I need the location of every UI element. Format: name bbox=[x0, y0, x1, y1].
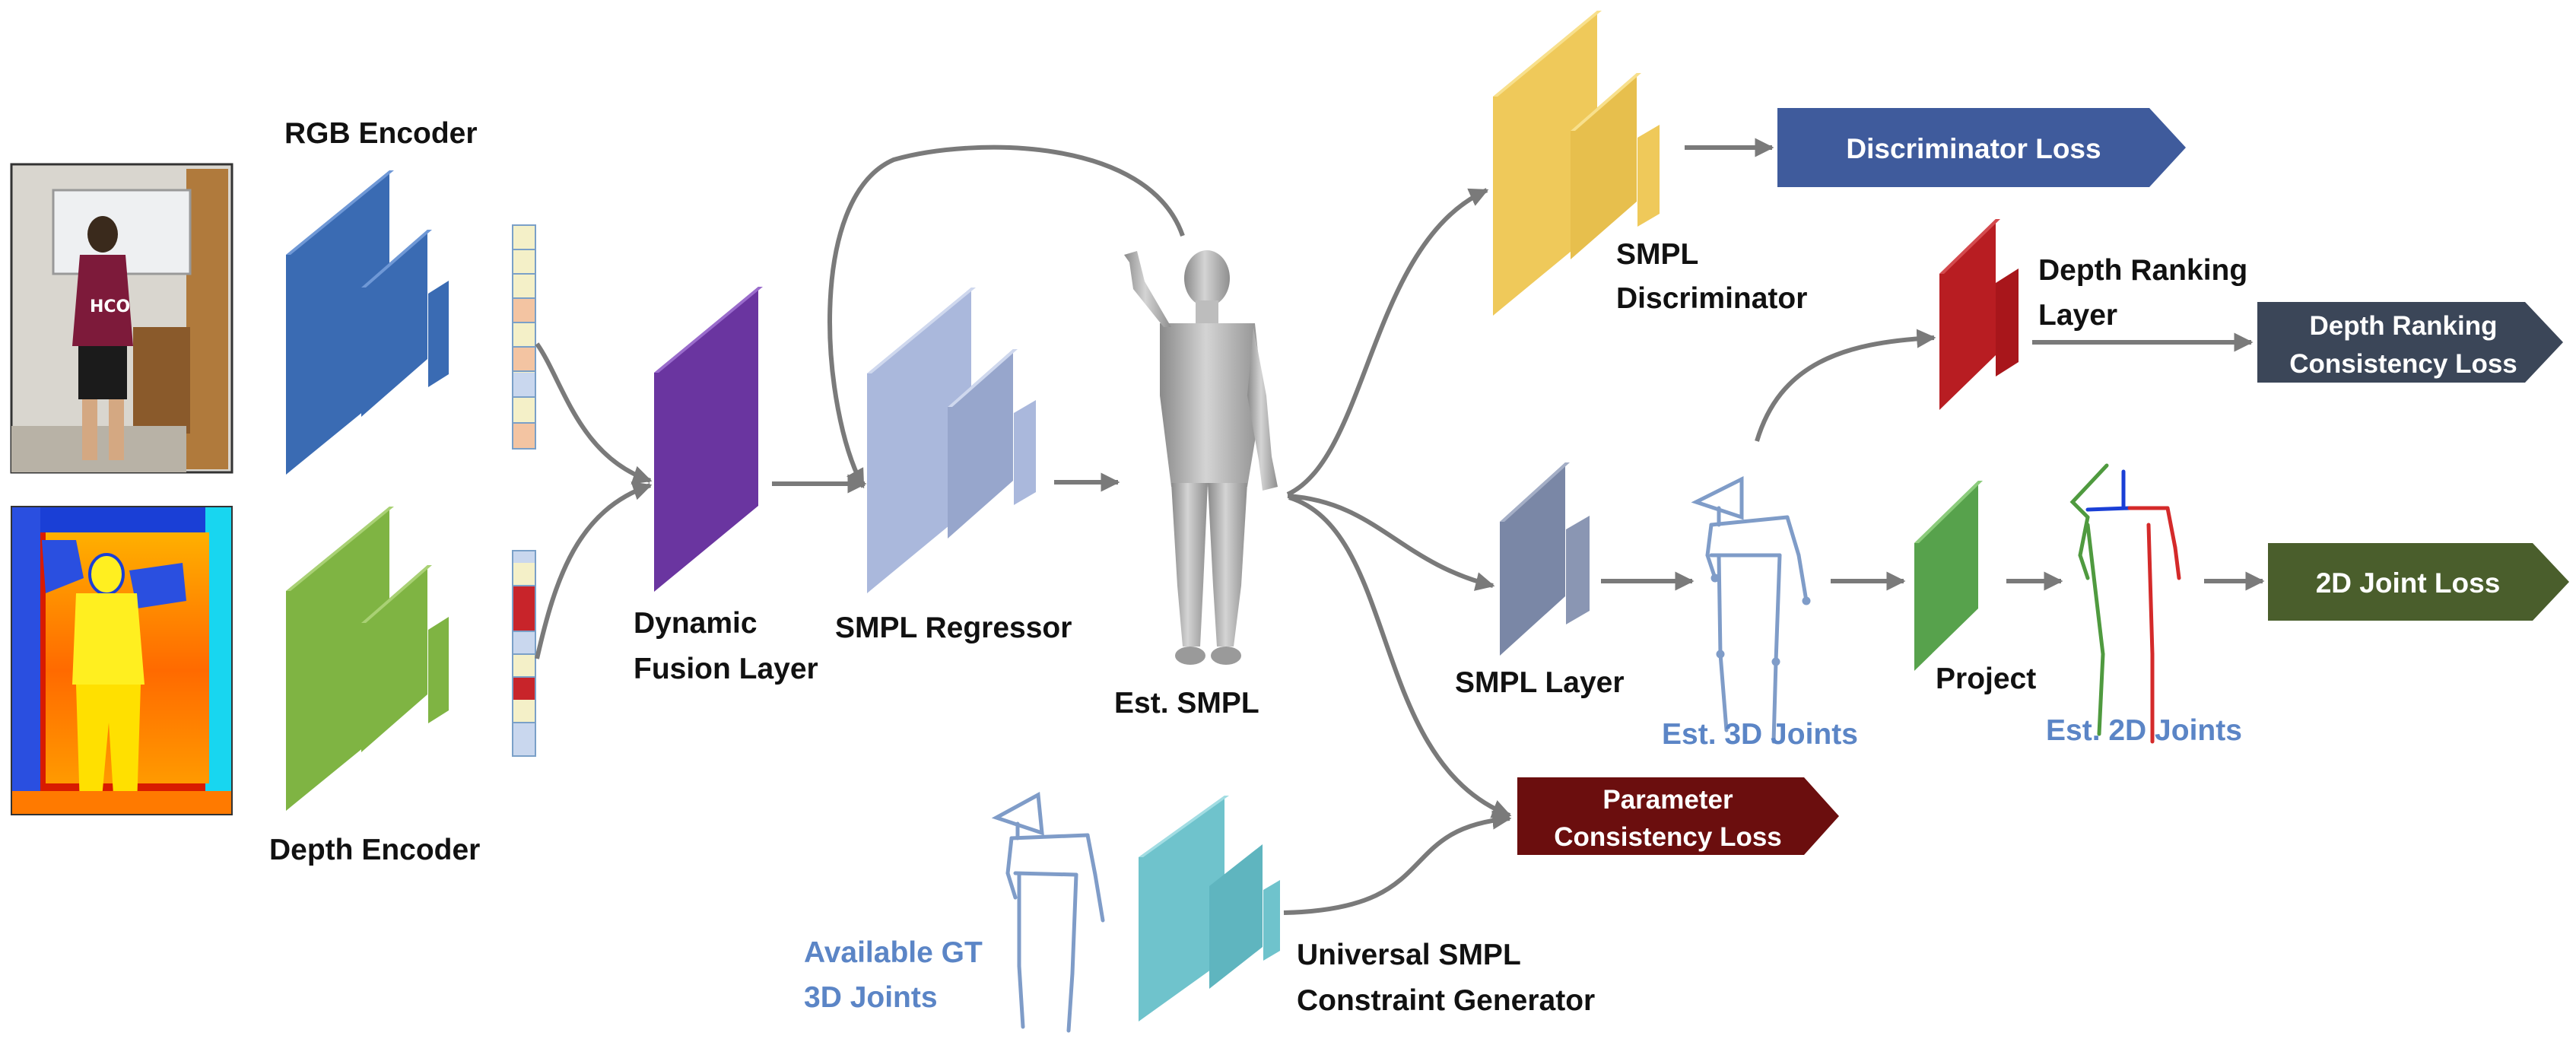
depth-ranking-layer-block bbox=[1939, 219, 2019, 410]
discriminator-loss-box bbox=[1777, 108, 2186, 187]
arrow-smpl-to-parameter-loss bbox=[1288, 495, 1512, 818]
universal-smpl-label-line2: Constraint Generator bbox=[1297, 984, 1595, 1017]
parameter-consistency-loss-label-line2: Consistency Loss bbox=[1554, 822, 1782, 852]
available-gt-label-line1: Available GT bbox=[804, 936, 983, 969]
available-gt-3d-joints-skeleton bbox=[991, 792, 1105, 1033]
depth-ranking-loss-label-line1: Depth Ranking bbox=[2310, 311, 2498, 341]
depth-ranking-loss-label-line2: Consistency Loss bbox=[2289, 349, 2517, 379]
est-2d-joints-skeleton bbox=[2069, 463, 2181, 744]
depth-encoder-block bbox=[286, 507, 449, 811]
arrow-smpl-to-smpl-layer bbox=[1287, 494, 1495, 591]
flow-arrows bbox=[535, 138, 2265, 915]
depth-feature-vector bbox=[512, 550, 536, 757]
arrow-smpl-to-discriminator bbox=[1286, 188, 1489, 497]
dynamic-fusion-label-line1: Dynamic bbox=[634, 607, 758, 640]
smpl-discriminator-label-line1: SMPL bbox=[1616, 238, 1698, 271]
smpl-layer-block bbox=[1500, 462, 1590, 656]
parameter-consistency-loss-box bbox=[1517, 777, 1839, 855]
svg-text:HCO: HCO bbox=[90, 297, 130, 316]
2d-joint-loss-box bbox=[2268, 543, 2569, 621]
discriminator-loss-label: Discriminator Loss bbox=[1846, 133, 2101, 164]
smpl-discriminator-label-line2: Discriminator bbox=[1616, 282, 1807, 315]
smpl-layer-label: SMPL Layer bbox=[1455, 666, 1625, 699]
rgb-encoder-label: RGB Encoder bbox=[284, 117, 478, 150]
dynamic-fusion-layer-block bbox=[654, 287, 763, 592]
depth-ranking-layer-label-line2: Layer bbox=[2038, 299, 2117, 332]
est-3d-joints-skeleton bbox=[1691, 475, 1811, 744]
arrow-generator-to-parameter-loss bbox=[1283, 810, 1512, 915]
smpl-regressor-block bbox=[867, 288, 1036, 593]
smpl-discriminator-block bbox=[1493, 11, 1660, 316]
est-smpl-label: Est. SMPL bbox=[1114, 687, 1259, 720]
arrow-rgb-to-fusion bbox=[535, 342, 653, 485]
est-2d-joints-label: Est. 2D Joints bbox=[2046, 714, 2242, 747]
arrow-depth-to-fusion bbox=[535, 481, 653, 659]
available-gt-label-line2: 3D Joints bbox=[804, 981, 938, 1014]
rgb-input-image: HCO bbox=[10, 163, 233, 474]
project-block bbox=[1914, 481, 1983, 671]
universal-smpl-constraint-generator-block bbox=[1139, 796, 1280, 1022]
dynamic-fusion-label-line2: Fusion Layer bbox=[634, 653, 818, 685]
rgb-feature-vector bbox=[512, 224, 536, 450]
parameter-consistency-loss-label-line1: Parameter bbox=[1602, 785, 1733, 815]
arrow-loop-smpl-to-regressor bbox=[827, 145, 1185, 489]
rgb-encoder-block bbox=[286, 170, 449, 475]
smpl-regressor-label: SMPL Regressor bbox=[835, 612, 1072, 644]
est-3d-joints-label: Est. 3D Joints bbox=[1662, 718, 1858, 751]
depth-input-image bbox=[11, 506, 233, 815]
depth-ranking-loss-box bbox=[2257, 302, 2563, 383]
depth-ranking-layer-label-line1: Depth Ranking bbox=[2038, 254, 2247, 287]
2d-joint-loss-label: 2D Joint Loss bbox=[2316, 567, 2501, 599]
arrow-3d-joints-to-depth-ranking bbox=[1755, 329, 1936, 442]
depth-encoder-label: Depth Encoder bbox=[269, 834, 480, 866]
universal-smpl-label-line1: Universal SMPL bbox=[1297, 939, 1521, 971]
project-label: Project bbox=[1936, 662, 2036, 695]
est-smpl-body-mesh bbox=[1124, 250, 1278, 665]
